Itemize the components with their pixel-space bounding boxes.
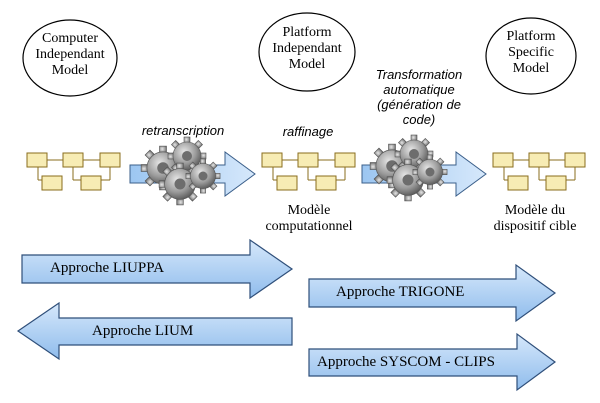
- cim-line-1: Computer: [42, 31, 98, 46]
- pim-label: Platform Independant Model: [259, 25, 355, 73]
- pim-ellipse: [258, 12, 356, 92]
- transformation-label: Transformation automatique (génération d…: [356, 67, 482, 128]
- psm-label: Platform Specific Model: [486, 29, 576, 77]
- trigone-arrow: [308, 263, 557, 323]
- cim-box-diagram: [26, 152, 121, 191]
- transformation-line-2: automatique: [383, 81, 455, 97]
- liuppa-arrow: [21, 238, 294, 300]
- retranscription-label: retranscription: [141, 123, 225, 138]
- pim-line-1: Platform: [282, 25, 332, 40]
- pim-line-3: Model: [288, 57, 326, 73]
- gears-icon: [140, 136, 221, 206]
- computational-line-2: computationnel: [265, 219, 353, 235]
- pim-line-2: Independant: [272, 41, 342, 57]
- cim-label: Computer Independant Model: [23, 31, 117, 79]
- transformation-line-1: Transformation: [375, 67, 463, 82]
- target-line-2: dispositif cible: [493, 219, 577, 235]
- target-model-caption: Modèle du dispositif cible: [478, 203, 592, 235]
- target-line-1: Modèle du: [504, 203, 566, 218]
- psm-line-3: Model: [512, 61, 550, 77]
- cim-line-2: Independant: [35, 47, 105, 63]
- lium-arrow: [16, 301, 293, 361]
- lium-label: Approche LIUM: [92, 323, 194, 339]
- trigone-label: Approche TRIGONE: [336, 284, 465, 300]
- syscom-label: Approche SYSCOM - CLIPS: [317, 354, 495, 370]
- cim-line-3: Model: [51, 63, 89, 79]
- psm-line-1: Platform: [506, 29, 556, 44]
- computational-line-1: Modèle: [287, 203, 331, 218]
- transformation-line-4: code): [402, 111, 436, 127]
- cim-ellipse: [22, 19, 118, 97]
- psm-line-2: Specific: [508, 45, 554, 61]
- transformation-line-3: (génération de: [377, 96, 461, 112]
- computational-model-caption: Modèle computationnel: [250, 203, 368, 235]
- liuppa-label: Approche LIUPPA: [50, 260, 165, 276]
- gears-icon: [369, 134, 448, 202]
- syscom-arrow: [308, 332, 557, 392]
- psm-box-diagram: [492, 152, 586, 191]
- raffinage-label: raffinage: [282, 124, 334, 139]
- psm-ellipse: [485, 17, 577, 95]
- pim-box-diagram: [261, 152, 356, 191]
